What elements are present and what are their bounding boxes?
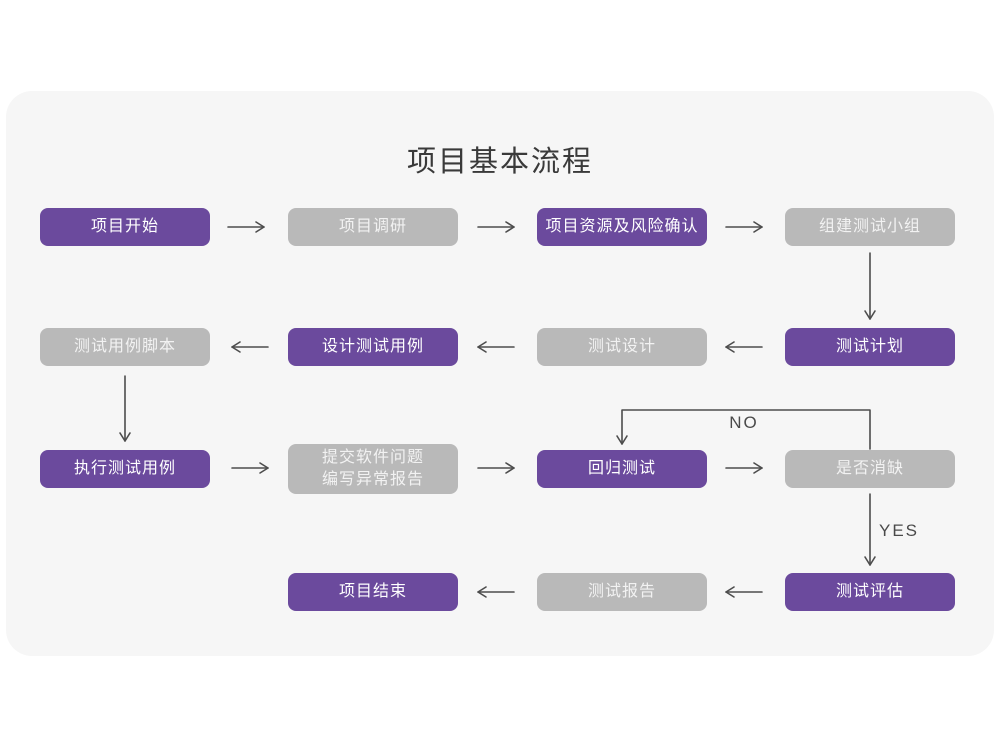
edge-label-yes: YES xyxy=(879,521,920,540)
node-test-plan: 测试计划 xyxy=(785,328,955,366)
node-submit-issue-report: 提交软件问题 编写异常报告 xyxy=(288,444,458,494)
node-project-research: 项目调研 xyxy=(288,208,458,246)
node-design-test-case: 设计测试用例 xyxy=(288,328,458,366)
node-execute-test-case: 执行测试用例 xyxy=(40,450,210,488)
flowchart-card xyxy=(6,91,994,656)
node-defect-resolved: 是否消缺 xyxy=(785,450,955,488)
node-resource-risk-confirm: 项目资源及风险确认 xyxy=(537,208,707,246)
node-project-end: 项目结束 xyxy=(288,573,458,611)
node-test-evaluation: 测试评估 xyxy=(785,573,955,611)
node-build-test-team: 组建测试小组 xyxy=(785,208,955,246)
node-project-start: 项目开始 xyxy=(40,208,210,246)
node-test-design: 测试设计 xyxy=(537,328,707,366)
edge-label-no: NO xyxy=(729,413,759,432)
page-title: 项目基本流程 xyxy=(406,146,593,178)
node-test-report: 测试报告 xyxy=(537,573,707,611)
node-test-case-script: 测试用例脚本 xyxy=(40,328,210,366)
node-regression-test: 回归测试 xyxy=(537,450,707,488)
